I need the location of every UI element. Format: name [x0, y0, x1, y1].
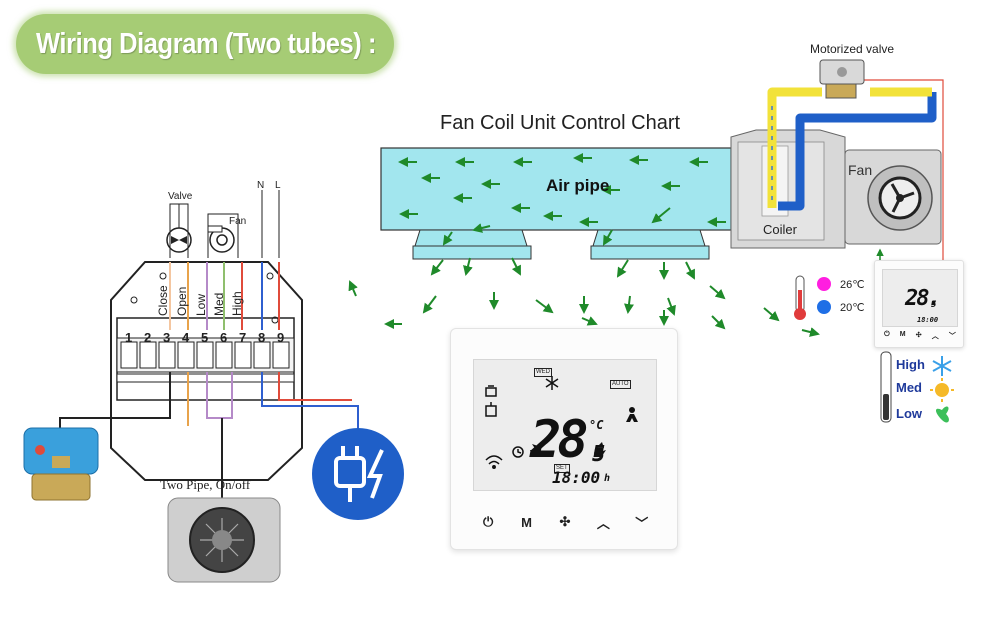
terminal-number: 7 — [239, 330, 247, 345]
person-icon — [626, 407, 638, 422]
fan-coil-chart-title: Fan Coil Unit Control Chart — [440, 112, 681, 134]
thermostat-temperature-decimal: 5 — [592, 442, 606, 467]
small-fan-button[interactable]: ✣ — [915, 332, 922, 339]
mode-button[interactable]: M — [521, 514, 532, 530]
airflow-arrows-room — [348, 257, 820, 337]
wiring-caption: Two Pipe, On/off — [160, 477, 251, 492]
fan-speed-icon — [598, 442, 606, 456]
thermostat-main-buttons: ⏻ M ✣ ︿ ﹀ — [451, 511, 679, 533]
terminal-label-med: Med — [212, 292, 226, 316]
speed-high-label: High — [896, 357, 925, 372]
small-power-button[interactable]: ⏻ — [884, 331, 890, 338]
wiring-lines — [59, 190, 359, 500]
terminal-label-close: Close — [156, 285, 170, 316]
terminal-number: 9 — [277, 330, 285, 345]
tag-wed: WED — [534, 368, 552, 377]
thermostat-small: 28. 5 18:00 ⏻ M ✣ ︿ ﹀ — [874, 260, 964, 348]
tag-auto: AUTO — [610, 380, 631, 389]
wiring-thermostat-back — [110, 261, 303, 481]
terminal-number: 3 — [163, 330, 171, 345]
power-button[interactable]: ⏻ — [483, 514, 494, 529]
snowflake-icon — [932, 356, 952, 376]
title-badge: Wiring Diagram (Two tubes) : — [16, 14, 394, 74]
air-pipe-label: Air pipe — [546, 176, 610, 195]
coiler-label: Coiler — [763, 222, 797, 237]
thermostat-small-temperature-decimal: 5 — [931, 300, 937, 310]
valve-symbol — [166, 227, 192, 253]
motorized-valve-label: Motorized valve — [810, 42, 895, 56]
wiring-valve-label: Valve — [168, 191, 193, 202]
terminal-label-open: Open — [175, 286, 189, 316]
hot-pipe — [767, 87, 822, 208]
terminal-number: 4 — [182, 330, 190, 345]
thermostat-temperature: 28. — [530, 410, 616, 470]
down-button[interactable]: ﹀ — [635, 515, 649, 531]
terminal-label-high: High — [230, 291, 244, 316]
fan-button[interactable]: ✣ — [559, 514, 571, 529]
valve-photo — [23, 427, 99, 501]
terminal-number: 5 — [201, 330, 209, 345]
small-down-button[interactable]: ﹀ — [948, 333, 956, 340]
tag-set: SET — [554, 464, 570, 473]
small-mode-button[interactable]: M — [899, 331, 906, 338]
thermostat-main: WED AUTO SET — [450, 328, 678, 550]
thermostat-small-buttons: ⏻ M ✣ ︿ ﹀ — [875, 331, 965, 341]
hot-dot — [817, 277, 831, 291]
airflow-arrows-duct — [398, 153, 726, 246]
heater-icon — [485, 385, 497, 417]
temp-cool-label: 20℃ — [840, 302, 865, 314]
power-plug-icon — [312, 428, 404, 520]
diagram-title: Wiring Diagram (Two tubes) : — [36, 27, 377, 60]
sun-icon — [930, 378, 954, 402]
terminal-number: 2 — [144, 330, 152, 345]
fan-icon — [867, 165, 933, 231]
wiring-fan-label: Fan — [229, 216, 247, 227]
thermostat-main-screen: WED AUTO SET — [473, 359, 657, 491]
fan-label: Fan — [848, 162, 873, 178]
thermostat-time: 18:00 — [552, 468, 601, 487]
speed-bar — [880, 351, 892, 423]
terminal-number: 1 — [125, 330, 133, 345]
thermostat-small-time: 18:00 — [917, 316, 939, 324]
speed-med-label: Med — [896, 380, 922, 395]
blower-photo — [167, 497, 281, 583]
thermostat-small-screen: 28. 5 18:00 — [882, 269, 958, 327]
clock-icon — [512, 446, 524, 458]
fan-icon — [530, 444, 542, 456]
thermometer-icon — [794, 275, 806, 320]
up-button[interactable]: ︿ — [596, 515, 610, 531]
temp-hot-label: 26℃ — [840, 279, 865, 291]
thermostat-main-icons — [485, 376, 638, 469]
thermostat-small-temperature: 28. — [905, 286, 941, 311]
thermostat-time-unit: h — [604, 473, 611, 484]
wiring-l-label: L — [275, 180, 281, 191]
terminal-number: 8 — [258, 330, 266, 345]
cold-pipe — [778, 87, 937, 211]
cool-dot — [817, 300, 831, 314]
terminal-label-low: Low — [194, 293, 208, 316]
thermostat-unit: °C — [589, 418, 604, 432]
terminal-number: 6 — [220, 330, 228, 345]
motorized-valve-icon — [819, 59, 865, 99]
snowflake-icon — [545, 376, 559, 390]
fan-mode-icon — [936, 406, 949, 423]
wiring-n-label: N — [257, 180, 265, 191]
small-up-button[interactable]: ︿ — [931, 333, 939, 340]
air-duct — [380, 147, 732, 260]
wifi-icon — [485, 455, 503, 469]
fan-symbol — [207, 225, 235, 253]
speed-low-label: Low — [896, 406, 922, 421]
